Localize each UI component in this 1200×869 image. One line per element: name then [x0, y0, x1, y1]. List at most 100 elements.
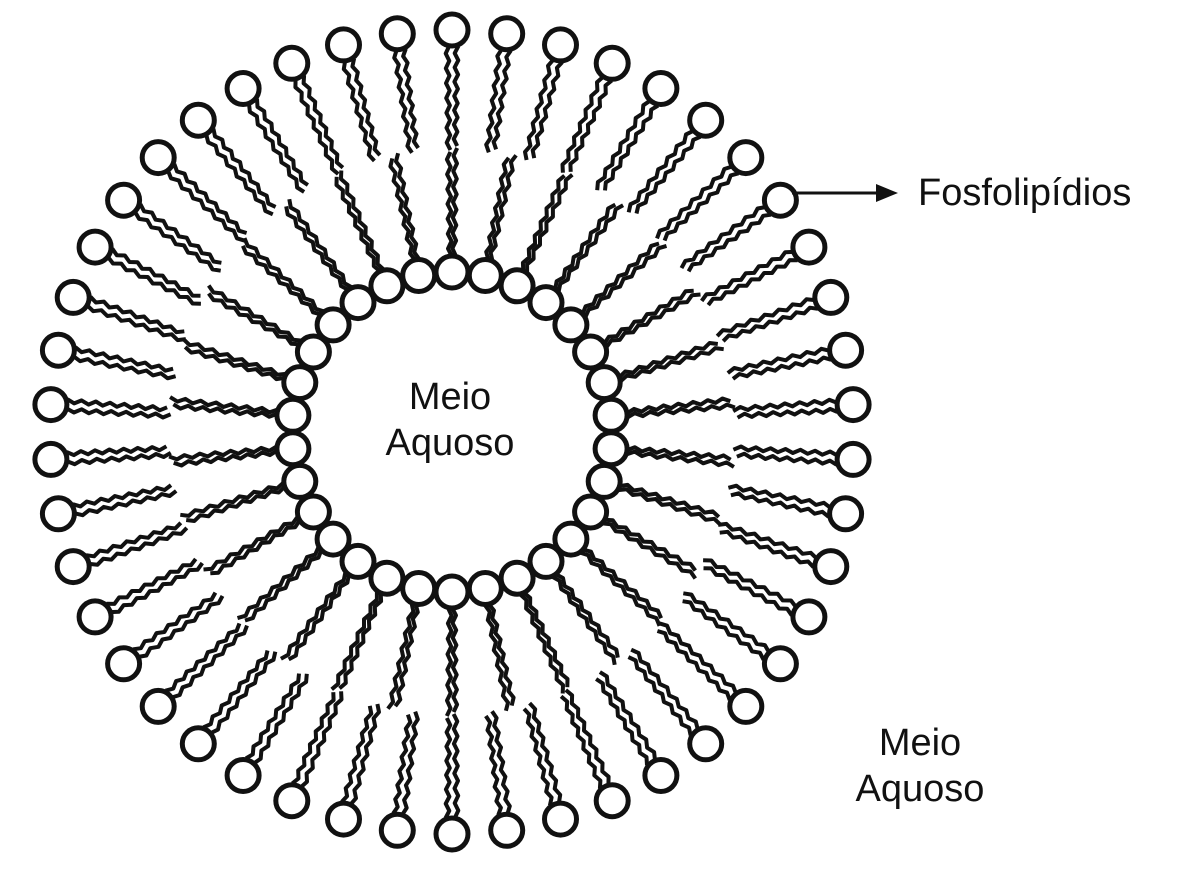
lipid-tail [74, 345, 174, 373]
lipid-tail [568, 79, 613, 172]
phospholipid-head [325, 800, 362, 838]
lipid-tail [730, 491, 830, 519]
lipid-tail [604, 517, 697, 572]
lipid-tail [518, 592, 565, 694]
lipid-tail [393, 603, 420, 708]
lipid-tail [349, 703, 381, 806]
phospholipid-head [368, 559, 406, 597]
phospholipid-head [105, 645, 143, 683]
phospholipid-head [488, 15, 526, 53]
lipid-tail [732, 397, 838, 413]
lipid-tail [626, 445, 732, 462]
lipid-tail [180, 481, 285, 518]
lipid-tail [528, 701, 563, 804]
lipid-tail [252, 673, 309, 765]
phospholipid-head [834, 440, 872, 478]
phospholipids-label: Fosfolipídios [918, 170, 1131, 216]
phospholipid-head [54, 278, 92, 316]
phospholipid-head [433, 815, 471, 853]
lipid-tail [299, 691, 344, 789]
lipid-tail [211, 128, 277, 209]
lipid-tail [132, 591, 218, 652]
phospholipid-head [593, 44, 631, 82]
lipid-tail [279, 571, 348, 661]
phospholipid-head [274, 396, 312, 434]
phospholipid-head [812, 548, 850, 586]
lipid-tail [706, 258, 798, 307]
phospholipid-head [552, 520, 590, 558]
outer-aqueous-medium-label: Meio Aquoso [800, 720, 1040, 812]
lipid-tail [603, 103, 660, 191]
phospholipid-head [542, 800, 579, 838]
phospholipid-head [139, 687, 177, 725]
lipid-tail [236, 546, 321, 621]
lipid-tail [89, 526, 189, 567]
lipid-tail [244, 673, 301, 761]
lipid-tail [732, 444, 839, 458]
phospholipids-label-text: Fosfolipídios [918, 172, 1132, 214]
phospholipid-head [727, 139, 765, 177]
lipid-tail [522, 707, 554, 806]
lipid-tail [450, 607, 460, 713]
lipid-tail [686, 212, 772, 273]
lipid-tail [655, 164, 733, 240]
phospholipid-head [466, 257, 504, 294]
lipid-tail [74, 489, 178, 518]
lipid-tail [595, 99, 652, 191]
lipid-tail [658, 621, 738, 695]
phospholipid-head [527, 284, 565, 322]
phospholipid-head [400, 570, 438, 607]
outer-label-line-2: Aquoso [855, 768, 985, 810]
lipid-tail [172, 163, 248, 235]
lipid-tail [487, 602, 516, 707]
inner-label-line-2: Aquoso [385, 422, 515, 464]
lipid-tail [301, 75, 345, 170]
lipid-tail [444, 151, 454, 257]
phospholipid-head [281, 462, 319, 500]
lipid-tail [703, 566, 794, 617]
phospholipid-head [592, 430, 630, 468]
lipid-tail [202, 650, 270, 730]
lipid-tail [334, 176, 382, 273]
lipid-tail [287, 574, 351, 662]
lipid-tail [209, 651, 278, 735]
phospholipid-head [433, 253, 471, 291]
lipid-tail [173, 449, 279, 468]
lipid-tail [490, 710, 512, 815]
lipid-tail [602, 521, 697, 580]
lipid-tail [207, 284, 302, 343]
lipid-tail [72, 354, 177, 381]
lipid-tail [284, 206, 350, 292]
lipid-tail [551, 574, 617, 666]
lipid-tail [255, 98, 309, 187]
phospholipid-head [585, 364, 623, 402]
lipid-tail [247, 103, 306, 194]
lipid-tail [330, 591, 379, 691]
phospholipid-head [179, 101, 217, 139]
lipid-tail [204, 133, 274, 217]
phospholipid-head [294, 333, 332, 371]
lipid-tail [682, 591, 771, 654]
phospholipid-head [179, 725, 217, 763]
phospholipid-head [466, 570, 504, 607]
lipid-tail [85, 521, 183, 559]
phospholipid-head [76, 598, 114, 636]
lipid-tail [619, 482, 721, 519]
lipid-tail [553, 202, 617, 290]
phospholipid-head [761, 181, 799, 219]
lipid-tail [717, 521, 819, 561]
phospholipid-head [834, 386, 872, 424]
outer-label-line-1: Meio [878, 722, 962, 764]
lipid-tail [340, 705, 374, 804]
phospholipid-head [314, 306, 352, 344]
lipid-tail [580, 241, 660, 315]
lipid-tail [564, 688, 611, 785]
lipid-tail [241, 245, 322, 317]
lipid-tail [207, 292, 300, 347]
lipid-tail [386, 602, 416, 710]
inner-aqueous-medium-label: Meio Aquoso [330, 374, 570, 466]
lipid-tail [210, 519, 302, 576]
phospholipid-head [593, 782, 631, 820]
phospholipid-head [273, 44, 311, 82]
